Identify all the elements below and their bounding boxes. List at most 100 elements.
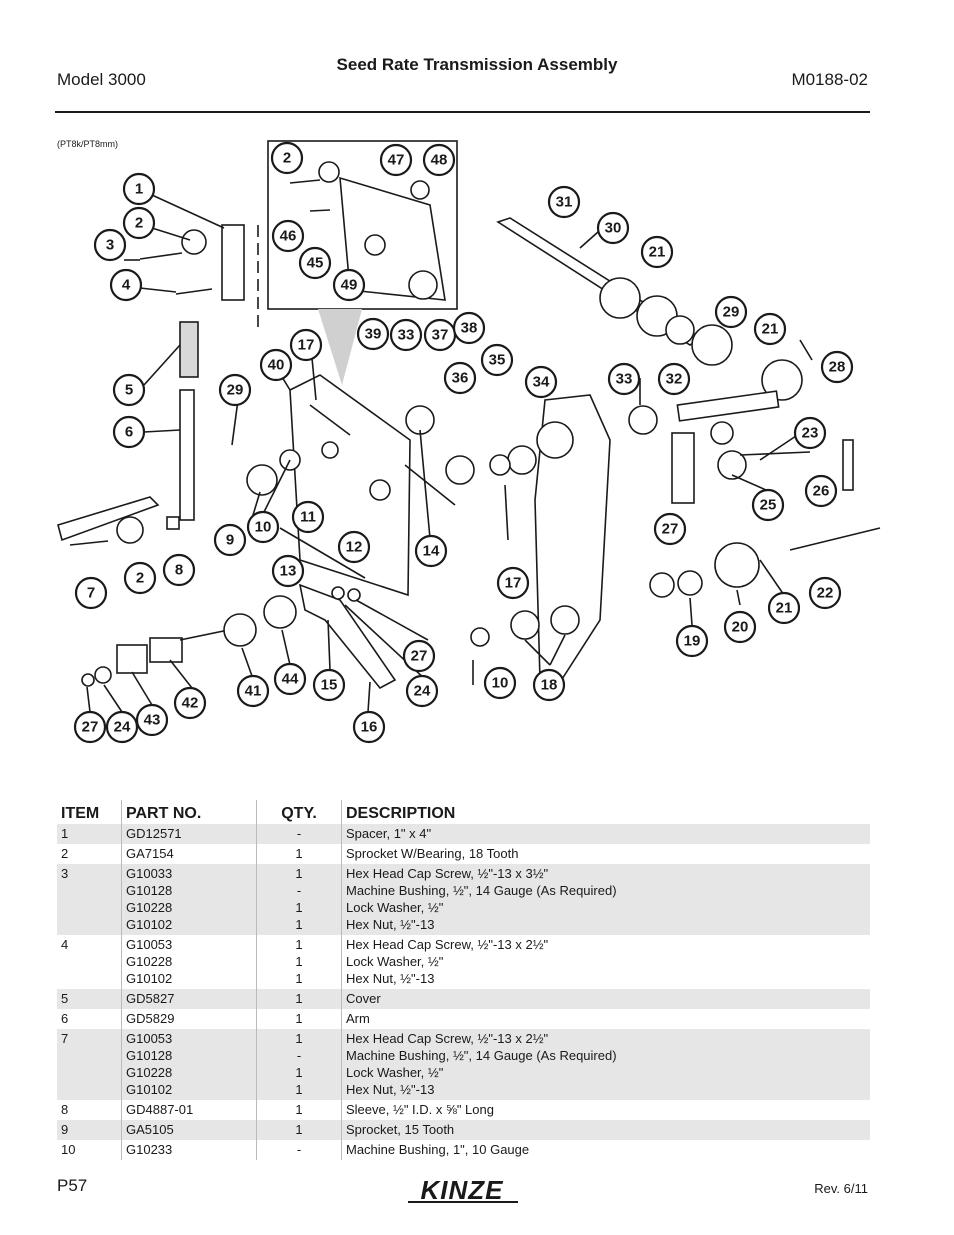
description-cell: Cover	[341, 989, 870, 1009]
spacer-part	[221, 224, 245, 301]
quantity: 1	[295, 846, 303, 861]
description-cell: Hex Head Cap Screw, ½"-13 x 3½"Machine B…	[341, 864, 870, 935]
callout-8: 8	[162, 553, 196, 587]
svg-text:3: 3	[106, 237, 114, 254]
part-number-cell: GD5829	[121, 1009, 257, 1029]
quantity: 1	[295, 917, 303, 932]
callout-28: 28	[820, 350, 854, 384]
svg-text:14: 14	[423, 543, 440, 560]
quantity: 1	[295, 1122, 303, 1137]
leader-lines	[86, 194, 813, 713]
callout-49: 49	[332, 268, 366, 302]
svg-text:9: 9	[226, 532, 234, 549]
callout-32: 32	[657, 362, 691, 396]
quantity: 1	[295, 866, 303, 881]
description: Lock Washer, ½"	[346, 954, 444, 969]
callout-21c: 21	[640, 235, 674, 269]
col-description: DESCRIPTION	[341, 800, 870, 824]
callout-27b: 27	[402, 639, 436, 673]
description: Machine Bushing, ½", 14 Gauge (As Requir…	[346, 1048, 617, 1063]
revision-date: Rev. 6/11	[814, 1181, 868, 1196]
svg-text:25: 25	[760, 497, 777, 514]
arm-part	[179, 389, 195, 521]
svg-text:13: 13	[280, 563, 297, 580]
callout-6: 6	[112, 415, 146, 449]
inset-pointer	[318, 309, 362, 385]
callout-18: 18	[532, 668, 566, 702]
callout-20: 20	[723, 610, 757, 644]
description: Arm	[346, 1011, 370, 1026]
part-number-cell: GD5827	[121, 989, 257, 1009]
description-cell: Hex Head Cap Screw, ½"-13 x 2½" Lock Wash…	[341, 935, 870, 989]
item-number: 8	[61, 1102, 69, 1117]
svg-text:26: 26	[813, 483, 830, 500]
svg-text:34: 34	[533, 374, 550, 391]
quantity: 1	[295, 900, 303, 915]
callout-9: 9	[213, 523, 247, 557]
part-number-cell: GD4887-01	[121, 1100, 257, 1120]
callout-46: 46	[271, 219, 305, 253]
item-number: 2	[61, 846, 69, 861]
header-rule	[55, 111, 870, 113]
callout-14: 14	[414, 534, 448, 568]
page-title: Seed Rate Transmission Assembly	[336, 55, 618, 74]
svg-text:27: 27	[82, 719, 99, 736]
description: Sprocket W/Bearing, 18 Tooth	[346, 846, 519, 861]
description-cell: Arm	[341, 1009, 870, 1029]
svg-text:5: 5	[125, 382, 133, 399]
description: Hex Nut, ½"-13	[346, 971, 435, 986]
callout-24: 24	[405, 674, 439, 708]
svg-text:33: 33	[616, 371, 633, 388]
quantity-cell: 1	[256, 989, 342, 1009]
svg-text:36: 36	[452, 370, 469, 387]
description: Sprocket, 15 Tooth	[346, 1122, 455, 1137]
description: Spacer, 1" x 4"	[346, 826, 432, 841]
quantity-cell: 1	[256, 844, 342, 864]
callout-41: 41	[236, 674, 270, 708]
description: Lock Washer, ½"	[346, 1065, 444, 1080]
description: Machine Bushing, ½", 14 Gauge (As Requir…	[346, 883, 617, 898]
callout-27: 27	[653, 512, 687, 546]
quantity: -	[296, 1048, 302, 1063]
svg-text:31: 31	[556, 194, 573, 211]
description: Hex Nut, ½"-13	[346, 1082, 435, 1097]
callout-13: 13	[271, 554, 305, 588]
callout-34: 34	[524, 365, 558, 399]
quantity: -	[296, 1142, 302, 1157]
callout-17b: 17	[496, 566, 530, 600]
svg-text:21: 21	[776, 600, 793, 617]
quantity: 1	[295, 1065, 303, 1080]
quantity: 1	[295, 937, 303, 952]
callout-45: 45	[298, 246, 332, 280]
part-number-cell: GA5105	[121, 1120, 257, 1140]
description: Hex Nut, ½"-13	[346, 917, 435, 932]
callout-42: 42	[173, 686, 207, 720]
callout-43: 43	[135, 703, 169, 737]
svg-text:20: 20	[732, 619, 749, 636]
svg-text:15: 15	[321, 677, 338, 694]
quantity: 1	[295, 991, 303, 1006]
col-part-no: PART NO.	[121, 800, 257, 824]
quantity: -	[296, 883, 302, 898]
description: Cover	[346, 991, 381, 1006]
callout-29b: 29	[714, 295, 748, 329]
description: Hex Head Cap Screw, ½"-13 x 2½"	[346, 937, 549, 952]
description-cell: Sprocket W/Bearing, 18 Tooth	[341, 844, 870, 864]
part-number: G10228	[126, 954, 173, 969]
quantity: -	[296, 826, 302, 841]
callout-7: 7	[74, 576, 108, 610]
callout-2: 2	[122, 206, 156, 240]
description: Hex Head Cap Screw, ½"-13 x 2½"	[346, 1031, 549, 1046]
table-header-row: ITEM PART NO. QTY. DESCRIPTION	[57, 800, 870, 824]
item-number: 4	[61, 937, 69, 952]
svg-text:49: 49	[341, 277, 358, 294]
svg-text:37: 37	[432, 327, 449, 344]
svg-text:8: 8	[175, 562, 183, 579]
